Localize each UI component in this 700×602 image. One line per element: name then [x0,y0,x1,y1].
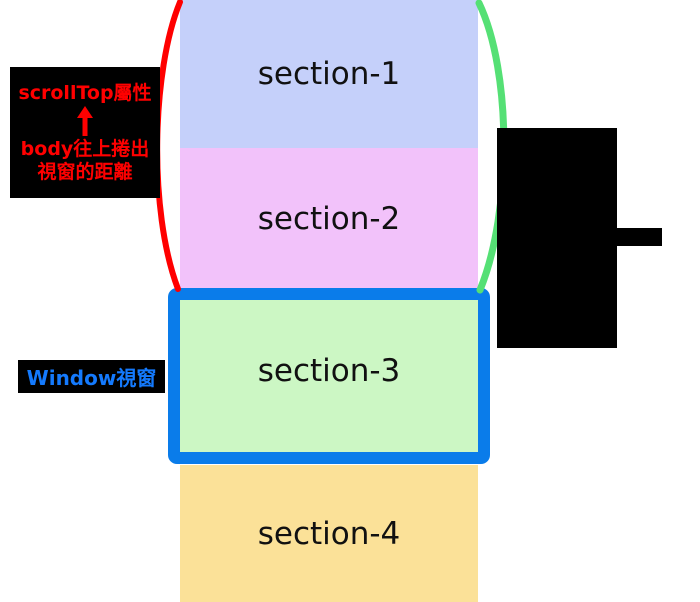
section-4-label: section-4 [257,515,401,552]
section-2-block: section-2 [180,148,478,290]
scrolltop-callout-line1: scrollTop屬性 [18,81,152,104]
window-callout-label: Window視窗 [26,366,157,390]
section-1-block: section-1 [180,0,478,148]
section-2-label: section-2 [257,201,401,237]
section-3-label: section-3 [257,353,401,389]
up-arrow-icon [77,106,93,137]
scrolltop-callout-line2: body往上捲出 [20,138,150,161]
section-1-label: section-1 [257,56,401,92]
section-3-block: section-3 [180,290,478,452]
scrollheight-redaction-bar [590,228,662,246]
section-4-block: section-4 [180,465,478,602]
scrolltop-callout-box: scrollTop屬性 body往上捲出 視窗的距離 [10,67,160,198]
window-callout-box: Window視窗 [18,360,165,393]
scrolltop-callout-line3: 視窗的距離 [37,160,133,183]
